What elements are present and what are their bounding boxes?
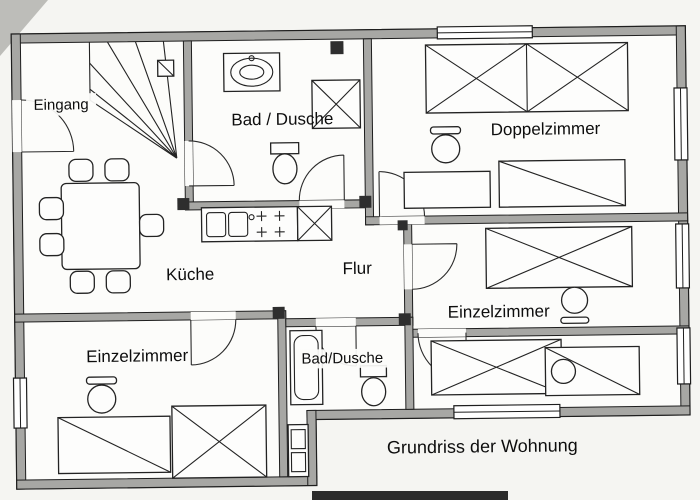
chair-icon	[38, 158, 165, 294]
pillar-icon	[177, 197, 190, 211]
pillar-icon	[398, 313, 411, 326]
door-swing-icon	[411, 243, 458, 290]
toilet-icon	[269, 141, 300, 185]
room-label-eingang: Eingang	[34, 96, 89, 114]
window-icon	[673, 87, 689, 161]
pillar-icon	[397, 220, 408, 231]
pillar-icon	[330, 41, 344, 55]
label-backplate	[26, 93, 97, 116]
office-chair-icon	[429, 126, 462, 164]
label-backplate	[295, 348, 392, 369]
kitchen-counter-icon	[200, 205, 299, 243]
pillar-icon	[359, 195, 372, 208]
office-chair-icon	[550, 358, 577, 385]
room-label-einzelzimmer-bottom: Einzelzimmer	[86, 346, 189, 366]
plan-caption: Grundriss der Wohnung	[387, 435, 578, 457]
wall-doppelzimmer-south	[365, 212, 689, 226]
room-label-kueche: Küche	[166, 265, 214, 285]
stove-icon	[256, 205, 333, 242]
window-icon	[453, 403, 561, 420]
wardrobe-icon	[498, 158, 627, 208]
door-swing-icon	[188, 140, 235, 187]
sink-icon	[222, 52, 281, 93]
toilet-icon	[359, 364, 388, 407]
window-icon	[675, 223, 691, 289]
windows	[12, 25, 692, 429]
door-swing-icon	[298, 154, 345, 201]
window-icon	[12, 377, 28, 429]
pillar-icon	[272, 306, 285, 319]
office-chair-icon	[85, 376, 118, 414]
room-label-doppelzimmer: Doppelzimmer	[491, 119, 601, 139]
dining-table-icon	[60, 181, 141, 271]
window-icon	[436, 25, 533, 40]
room-label-bad-top: Bad / Dusche	[231, 109, 333, 129]
pillars	[177, 41, 411, 326]
shower-icon	[311, 79, 362, 130]
window-icon	[676, 327, 692, 385]
double-bed-icon	[424, 41, 629, 114]
room-label-einzelzimmer-right: Einzelzimmer	[448, 302, 551, 322]
wall-einzelzimmer-bad	[277, 310, 289, 478]
door-swing-icon	[190, 319, 237, 366]
office-chair-icon	[560, 286, 590, 325]
radiator-icon	[287, 423, 310, 478]
desk-icon	[403, 170, 492, 209]
single-bed-icon	[485, 225, 634, 289]
single-bed-icon	[171, 404, 268, 479]
desk-icon	[544, 345, 641, 397]
single-bed-icon	[430, 338, 563, 396]
room-label-bad-bottom: Bad/Dusche	[301, 350, 383, 368]
desk-icon	[57, 415, 172, 475]
room-label-flur: Flur	[342, 259, 372, 278]
door-openings	[12, 100, 467, 338]
scan-edge-shadow	[312, 491, 508, 500]
